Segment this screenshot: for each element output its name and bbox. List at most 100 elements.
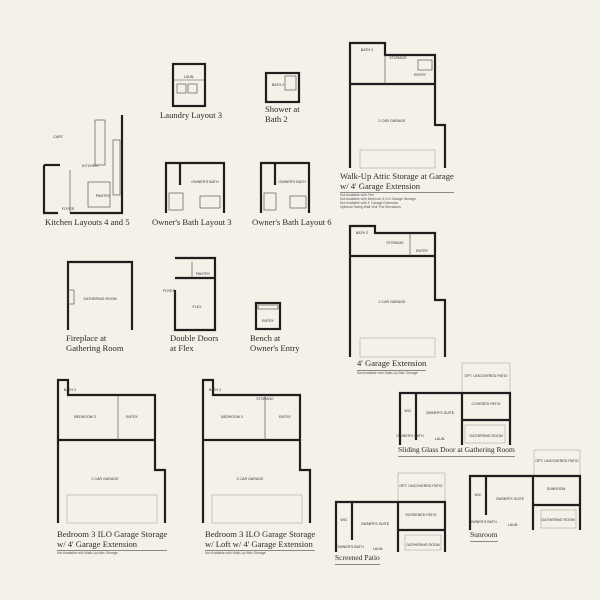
caption-line: Bedroom 3 ILO Garage Storage	[205, 529, 316, 539]
room-label: CAFE	[53, 135, 63, 139]
caption-line: Double Doors	[170, 333, 219, 343]
room-label: BATH 2	[361, 48, 373, 52]
caption-line: Owner's Bath Layout 3	[152, 217, 232, 227]
caption-line: at Flex	[170, 342, 194, 353]
caption-line: Owner's Bath Layout 6	[252, 217, 332, 227]
caption-line: Gathering Room	[66, 342, 124, 353]
caption-note: Not Available with 4' Garage Extension	[340, 201, 399, 205]
room-label: STORAGE	[389, 56, 407, 60]
room-label: OWNER'S BATH	[396, 434, 424, 438]
room-label: OWNER'S BATH	[278, 180, 306, 184]
plan-owners-bath-layout-3: OWNER'S BATH	[164, 161, 226, 213]
caption-note: Not Available with Walk-Up Attic Storage	[205, 551, 266, 555]
caption-note: Not Available with Walk-Up Attic Storage	[57, 551, 118, 555]
caption-sunroom: Sunroom	[470, 530, 498, 542]
caption-line: Screened Patio	[335, 553, 380, 565]
room-label: 2 CAR GARAGE	[237, 477, 265, 481]
room-label: SUNROOM	[547, 487, 566, 491]
room-label: GATHERING ROOM	[83, 297, 116, 301]
room-label: OWNER'S BATH	[469, 520, 497, 524]
plan-screened-patio: OPT. UNCOVERED PATIO WIC OWNER'S SUITE S…	[334, 472, 447, 552]
room-label: OWNER'S BATH	[191, 180, 219, 184]
caption-note: Not Available with Bedroom 3 ILO Garage …	[340, 197, 416, 201]
caption-kitchen: Kitchen Layouts 4 and 5	[45, 217, 130, 228]
room-label: PANTRY	[96, 194, 111, 198]
caption-line: Shower at	[265, 104, 300, 114]
room-label: WIC	[341, 518, 348, 522]
room-label: COVERED PATIO	[471, 402, 500, 406]
room-label: 2 CAR GARAGE	[92, 477, 120, 481]
plan-4ft-garage-extension: BATH 2 STORAGE ENTRY 2 CAR GARAGE	[348, 224, 447, 358]
plan-bedroom-3-ilo-garage-storage: BATH 2 BEDROOM 3 ENTRY 2 CAR GARAGE	[56, 378, 167, 524]
room-label: STORAGE	[386, 241, 404, 245]
caption-line: Fireplace at	[66, 333, 107, 343]
caption-laundry-layout-3: Laundry Layout 3	[160, 110, 223, 121]
room-label: OWNER'S SUITE	[361, 522, 390, 526]
room-label: ENTRY	[414, 73, 427, 77]
room-label: LAUN.	[435, 437, 446, 441]
room-label: GATHERING ROOM	[541, 518, 574, 522]
room-label: BATH 2	[272, 83, 284, 87]
caption-screened-patio: Screened Patio	[335, 553, 380, 565]
plan-walk-up-attic-storage: BATH 2 STORAGE ENTRY 2 CAR GARAGE	[348, 41, 447, 169]
caption-note: Not Available with Flex	[340, 193, 375, 197]
caption-line: w/ Loft w/ 4' Garage Extension	[205, 539, 316, 551]
room-label: STORAGE	[256, 397, 274, 401]
plan-double-doors-flex: PANTRY FOYER FLEX	[163, 256, 217, 332]
caption-line: Laundry Layout 3	[160, 110, 223, 120]
plan-kitchen-layouts-4-5: CAFE KITCHEN PANTRY FOYER	[42, 115, 124, 215]
room-label: ENTRY	[262, 319, 275, 323]
room-label: LAUN.	[184, 75, 195, 79]
caption-sliding-glass-door: Sliding Glass Door at Gathering Room	[398, 445, 515, 457]
plan-shower-bath-2: BATH 2	[264, 71, 301, 104]
room-label: WIC	[405, 409, 412, 413]
plan-laundry-layout-3: LAUN.	[171, 62, 207, 108]
room-label: LAUN.	[373, 547, 384, 551]
room-label: OWNER'S BATH	[336, 545, 364, 549]
caption-owners-bath-6: Owner's Bath Layout 6	[252, 217, 332, 228]
plan-bedroom-3-ilo-garage-storage-loft: BATH 2 STORAGE BEDROOM 3 ENTRY 2 CAR GAR…	[201, 378, 312, 524]
caption-line: Walk-Up Attic Storage at Garage	[340, 171, 454, 181]
room-label: ENTRY	[126, 415, 139, 419]
room-label: FOYER	[163, 289, 176, 293]
room-label: 2 CAR GARAGE	[379, 119, 407, 123]
caption-note: Optional Swing Wall Visit The Elevations	[340, 205, 401, 209]
room-label: BATH 2	[209, 388, 221, 392]
plan-fireplace-gathering-room: GATHERING ROOM	[66, 260, 134, 330]
room-label: BEDROOM 3	[221, 415, 243, 419]
caption-line: Kitchen Layouts 4 and 5	[45, 217, 130, 227]
room-label: KITCHEN	[82, 164, 98, 168]
room-label: BATH 2	[356, 231, 368, 235]
room-label: OPT. UNCOVERED PATIO	[464, 374, 507, 378]
caption-line: Bath 2	[265, 113, 288, 124]
plan-sliding-glass-door: OPT. UNCOVERED PATIO WIC OWNER'S SUITE C…	[396, 362, 512, 445]
room-label: OWNER'S SUITE	[426, 411, 455, 415]
room-label: LAUN.	[508, 523, 519, 527]
room-label: FOYER	[62, 207, 75, 211]
caption-line: Sliding Glass Door at Gathering Room	[398, 445, 515, 457]
room-label: 2 CAR GARAGE	[379, 300, 407, 304]
caption-line: Sunroom	[470, 530, 498, 542]
room-label: OPT. UNCOVERED PATIO	[399, 484, 442, 488]
caption-note: Not Available with Walk-Up Attic Storage	[357, 370, 418, 375]
caption-line: Bedroom 3 ILO Garage Storage	[57, 529, 168, 539]
caption-line: Bench at	[250, 333, 281, 343]
room-label: ENTRY	[416, 249, 429, 253]
room-label: ENTRY	[279, 415, 292, 419]
caption-line: Owner's Entry	[250, 342, 300, 353]
room-label: GATHERING ROOM	[406, 543, 439, 547]
room-label: SCREENED PATIO	[405, 513, 436, 517]
room-label: BATH 2	[64, 388, 76, 392]
room-label: FLEX	[193, 305, 203, 309]
caption-walk-up-attic: Walk-Up Attic Storage at Garage w/ 4' Ga…	[340, 171, 454, 209]
caption-owners-bath-3: Owner's Bath Layout 3	[152, 217, 232, 228]
room-label: OWNER'S SUITE	[496, 497, 525, 501]
